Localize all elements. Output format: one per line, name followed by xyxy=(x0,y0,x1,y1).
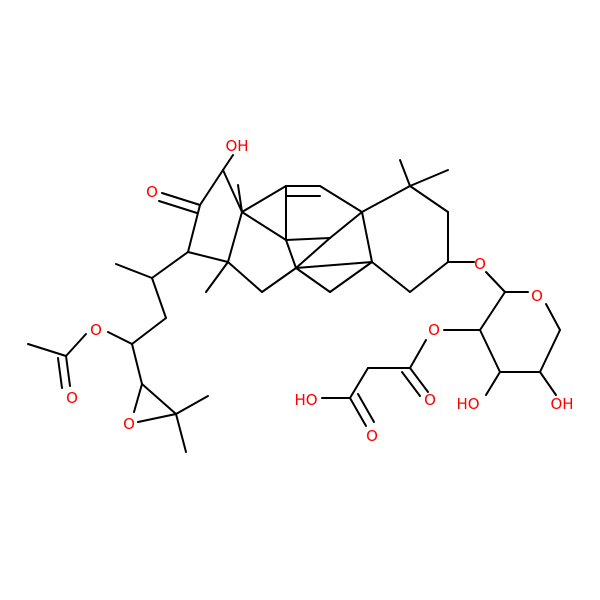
bond xyxy=(205,261,229,293)
pyran-ring-oxygen-label: O xyxy=(531,287,543,305)
bond xyxy=(401,371,421,397)
bond xyxy=(329,261,373,293)
bond xyxy=(409,169,449,187)
bond xyxy=(151,251,189,279)
bond xyxy=(175,413,187,453)
bond xyxy=(349,367,369,399)
ketone-oxygen-label: O xyxy=(146,183,158,201)
bond xyxy=(545,303,561,331)
bond xyxy=(539,329,561,373)
bond xyxy=(329,211,363,239)
sugar-hydroxyl-right-label: OH xyxy=(550,395,573,413)
acid-carbonyl-oxygen-label: O xyxy=(366,427,378,445)
bond xyxy=(361,211,373,263)
bond xyxy=(241,211,287,241)
bond xyxy=(485,371,501,396)
bond xyxy=(319,185,363,213)
glycoside-oxygen-label: O xyxy=(474,255,486,273)
bond xyxy=(107,331,133,345)
bond xyxy=(227,261,263,293)
hydroxyl-label: OH xyxy=(225,137,248,155)
bond xyxy=(227,211,243,263)
bond xyxy=(409,367,429,393)
bond xyxy=(295,237,331,269)
bond xyxy=(65,333,87,357)
bond xyxy=(131,317,167,345)
ester-carbonyl-oxygen-label: O xyxy=(424,391,436,409)
bond xyxy=(237,184,243,213)
bond xyxy=(137,413,177,423)
bond xyxy=(409,339,427,369)
bond xyxy=(357,393,375,423)
bond xyxy=(115,263,153,279)
bond xyxy=(187,204,201,253)
bond xyxy=(361,185,411,213)
bonds xyxy=(27,154,561,453)
bond xyxy=(151,277,167,319)
bond xyxy=(539,371,557,396)
acetyl-carbonyl-oxygen-label: O xyxy=(66,389,78,407)
bond xyxy=(175,395,209,415)
bond xyxy=(261,267,297,293)
bond xyxy=(222,169,243,213)
bond xyxy=(241,185,287,213)
bond xyxy=(158,200,198,214)
epoxide-oxygen-label: O xyxy=(123,415,135,433)
bond xyxy=(479,329,501,373)
bond xyxy=(57,357,63,389)
sugar-hydroxyl-left-label: HO xyxy=(456,395,479,413)
bond xyxy=(141,383,177,415)
bond xyxy=(479,291,506,331)
malonyl-ester-oxygen-label: O xyxy=(428,321,440,339)
bond xyxy=(285,239,297,269)
atom-labels: OH O O O O O O O HO OH HO O O xyxy=(66,137,573,445)
bond xyxy=(199,169,224,206)
bond xyxy=(349,397,367,427)
acid-hydroxyl-label: HO xyxy=(294,391,317,409)
bond xyxy=(409,185,449,213)
bond xyxy=(187,251,229,263)
bond xyxy=(409,261,449,293)
bond xyxy=(371,261,411,293)
bond xyxy=(399,159,411,187)
bond xyxy=(222,154,234,171)
acetate-oxygen-label: O xyxy=(90,321,102,339)
bond xyxy=(295,261,373,269)
bond xyxy=(65,355,71,387)
bond xyxy=(131,343,143,385)
bond xyxy=(285,237,331,241)
bond xyxy=(485,271,506,293)
bond xyxy=(27,343,67,357)
bond xyxy=(295,267,331,293)
bond xyxy=(161,192,201,206)
bond xyxy=(133,383,143,413)
